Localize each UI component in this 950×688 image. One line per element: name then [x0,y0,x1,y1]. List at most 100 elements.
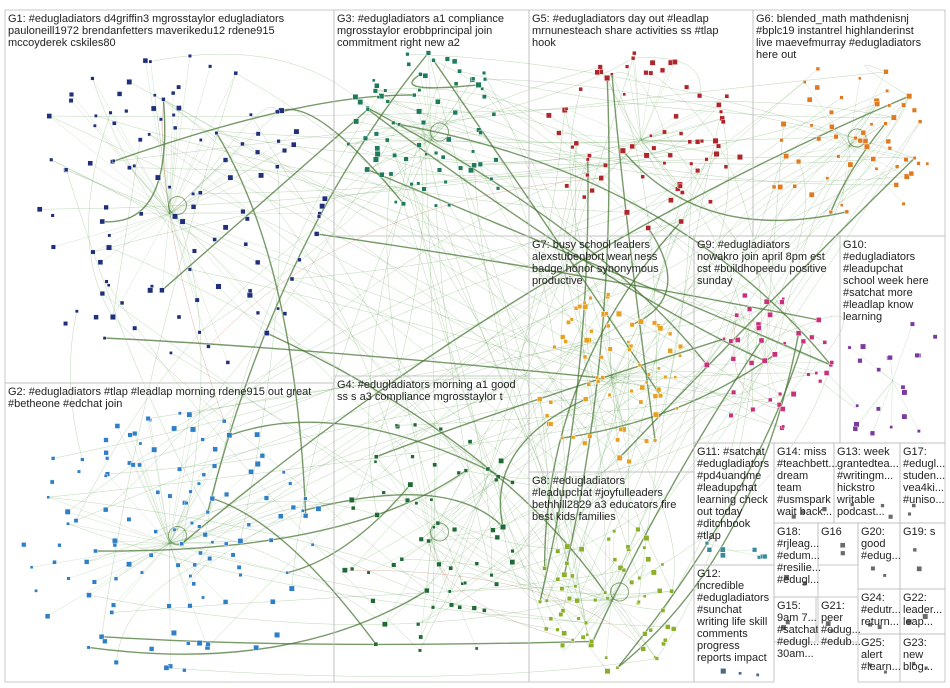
node [870,156,876,162]
node [92,123,97,128]
edge [431,537,498,541]
edge [431,139,497,160]
node [561,571,568,578]
edge [811,145,850,195]
edge [562,461,630,611]
edge [149,134,642,403]
group-panel-g20: G20:good#edug... [857,522,901,590]
edge [640,139,681,187]
node [615,437,621,443]
edge [377,139,432,155]
node [291,141,297,148]
edge [611,570,625,601]
node [111,602,117,608]
node [142,57,149,64]
group-label-line: team [777,482,801,494]
node [159,287,165,293]
edge [640,61,676,141]
edge [376,85,432,141]
edge [49,115,170,214]
node [825,620,831,627]
edge [431,139,475,166]
self-loop-edge [847,128,867,148]
node [132,325,138,331]
node [493,157,499,163]
node [582,303,589,310]
edge [150,53,368,109]
edge [848,145,867,147]
edge [114,540,170,544]
node [887,146,892,151]
edge [428,52,592,645]
edge [480,164,831,366]
edge [302,494,504,528]
edge [766,362,771,401]
node [588,296,593,301]
group-panel-g24: G24:#edutr...return... [857,588,901,635]
edge [169,540,272,544]
node [374,145,381,152]
node [857,358,863,364]
node [657,325,664,332]
edge [411,73,479,89]
node [87,160,93,166]
edge [49,115,656,441]
node [91,579,97,585]
edge [597,371,781,395]
node [29,565,34,569]
edge [485,79,856,139]
node [397,122,401,127]
node [246,522,251,527]
self-loop-edge [168,526,187,545]
node [777,184,783,190]
node [489,573,494,578]
edge [431,460,502,541]
edge [431,78,474,141]
edge [581,372,817,550]
node [374,512,380,518]
edge [169,543,179,566]
edge [414,424,432,541]
edge [316,233,819,321]
node [77,469,81,474]
edge [248,500,408,525]
edge [512,159,707,563]
edge [640,139,683,193]
node [107,233,112,238]
node [571,435,576,440]
node [583,396,589,402]
edge [660,121,729,329]
edge [431,139,444,158]
node [697,93,703,99]
group-label-line: comments [697,628,748,640]
group-label-line: cst #buildhopeedu positive [697,263,827,275]
node [925,161,930,166]
node [587,433,593,439]
node [113,576,119,581]
edge [266,332,606,594]
edge [48,497,170,544]
node [657,588,663,594]
edge [67,511,170,544]
edge [573,376,612,438]
node [510,480,515,485]
edge [375,88,643,177]
node [212,446,218,452]
edge [240,390,632,542]
node [604,668,611,675]
node [167,493,173,499]
edge [240,166,280,542]
group-label-line: #bplc19 instantrel highlanderinst [756,25,914,37]
group-label-line: here out [756,49,796,61]
group-panels: G1: #edugladiators d4griffin3 mgrosstayl… [4,9,946,683]
edge [416,298,591,504]
node [255,131,261,137]
node [791,514,797,520]
node [626,459,632,465]
node [828,210,833,215]
edge [431,470,467,541]
group-label-line: learning [843,311,882,323]
edge [169,472,284,544]
node [836,154,841,159]
